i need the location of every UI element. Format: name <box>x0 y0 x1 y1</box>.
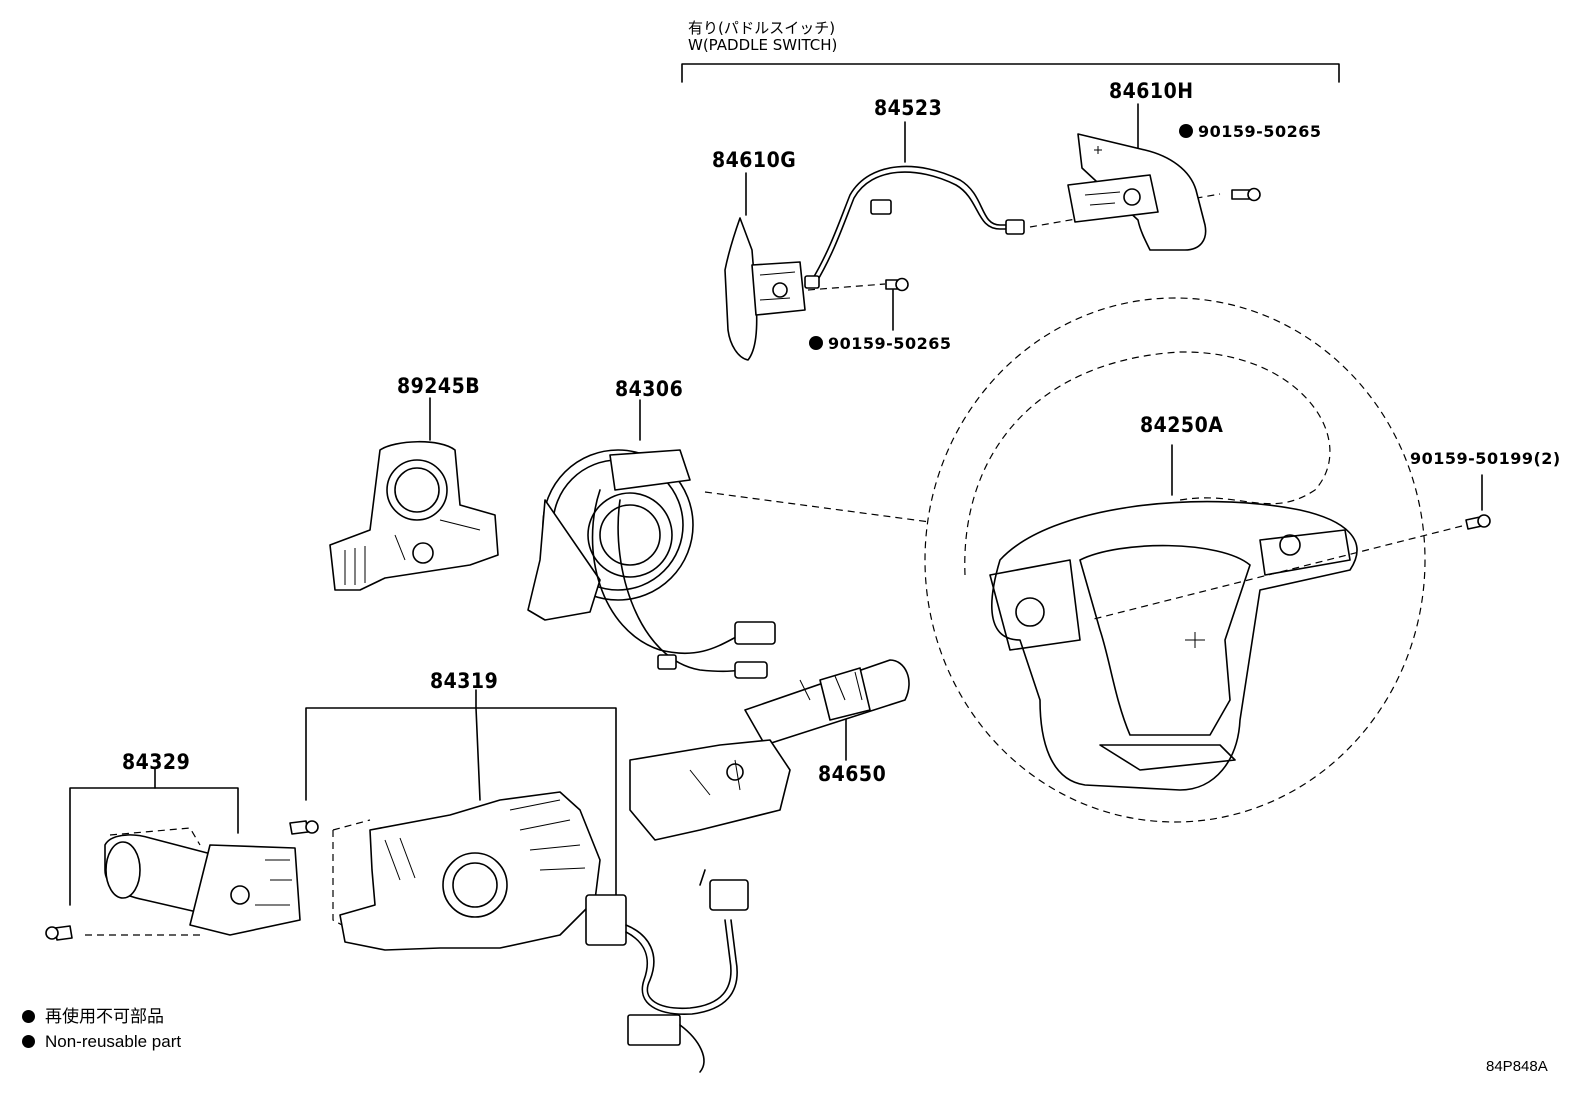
part-number-90159-50199: 90159-50199(2) <box>1410 449 1561 468</box>
part-number-84523: 84523 <box>874 96 943 120</box>
part-number-84650: 84650 <box>818 762 887 786</box>
part-number-84610H: 84610H <box>1109 79 1194 103</box>
legend-en-text: Non-reusable part <box>45 1032 182 1051</box>
legend-dot-icon <box>22 1035 35 1048</box>
part-number-89245B: 89245B <box>397 374 481 398</box>
legend-jp-text: 再使用不可部品 <box>45 1007 164 1026</box>
part-number-90159-50265-right: 90159-50265 <box>1198 122 1322 141</box>
non-reusable-mark-left <box>809 336 823 350</box>
bolt-90159-50199 <box>1089 474 1491 621</box>
bolt-90159-50265-left <box>885 277 909 331</box>
steering-wheel-84250A <box>924 297 1426 823</box>
condition-en: W(PADDLE SWITCH) <box>688 36 838 55</box>
paddle-switch-bracket <box>681 63 1340 83</box>
diagram-reference-code: 84P848A <box>1486 1058 1548 1075</box>
right-paddle-84610H <box>1067 103 1207 251</box>
non-reusable-mark-right <box>1179 124 1193 138</box>
wiper-switch-84650 <box>629 659 910 841</box>
part-number-84610G: 84610G <box>712 148 797 172</box>
part-number-84250A: 84250A <box>1140 413 1224 437</box>
switch-body-84319 <box>289 689 617 951</box>
part-number-90159-50265-left: 90159-50265 <box>828 334 952 353</box>
steering-sensor-89245B <box>329 397 499 591</box>
part-number-84306: 84306 <box>615 377 684 401</box>
bolt-90159-50265-right <box>1231 187 1261 202</box>
spiral-cable-84306 <box>527 399 931 679</box>
legend-dot-icon <box>22 1010 35 1023</box>
condition-jp: 有り(パドルスイッチ) <box>688 19 836 37</box>
legend-en: Non-reusable part <box>22 1033 181 1050</box>
part-number-84329: 84329 <box>122 750 191 774</box>
lever-switch-84329 <box>45 767 301 941</box>
part-number-84319: 84319 <box>430 669 499 693</box>
condition-label: 有り(パドルスイッチ) W(PADDLE SWITCH) <box>688 19 838 55</box>
legend-jp: 再使用不可部品 <box>22 1008 164 1025</box>
left-paddle-84610G <box>724 172 886 361</box>
switch-harness <box>585 869 749 1073</box>
